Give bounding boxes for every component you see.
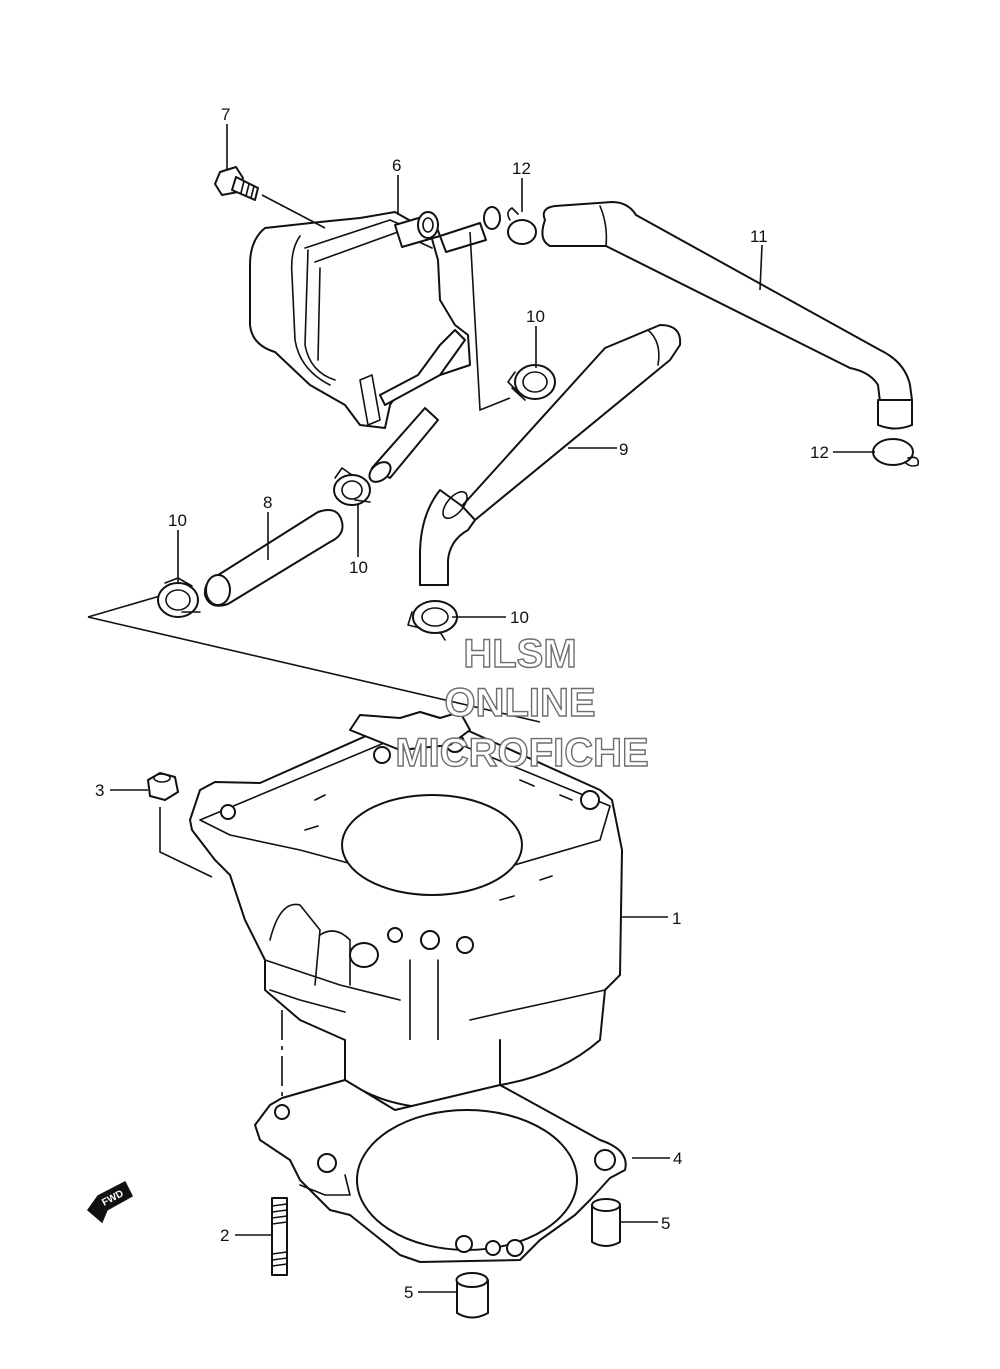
callout-11: 11 (750, 227, 768, 246)
callout-7: 7 (221, 105, 230, 124)
callout-9: 9 (619, 440, 628, 459)
fwd-arrow-icon: FWD (86, 1180, 133, 1224)
bolt-part-7 (214, 166, 259, 201)
ring-part-12-lower (872, 438, 920, 467)
nut-part-3 (147, 772, 179, 801)
callout-10: 10 (510, 608, 529, 627)
watermark-line-1: HLSM (463, 632, 576, 676)
callout-1: 1 (672, 909, 681, 928)
cylinder-part-1 (189, 711, 623, 1109)
callout-10: 10 (168, 511, 187, 530)
watermark: HLSM ONLINE MICROFICHE (395, 631, 650, 775)
clamp-part-10-mid (333, 467, 371, 506)
leader-lines (110, 124, 875, 1293)
callout-10: 10 (349, 558, 368, 577)
air-valve-part-6 (249, 211, 487, 429)
callout-10: 10 (526, 307, 545, 326)
callout-6: 6 (392, 156, 401, 175)
valve-outlet-hose (368, 407, 439, 483)
callout-3: 3 (95, 781, 104, 800)
callout-2: 2 (220, 1226, 229, 1245)
watermark-line-2: ONLINE (444, 681, 595, 725)
dowel-part-5-right (591, 1198, 621, 1247)
stud-part-2 (271, 1197, 288, 1276)
watermark-line-3: MICROFICHE (395, 731, 648, 775)
ring-part-12-upper (483, 206, 537, 245)
callout-5: 5 (661, 1214, 670, 1233)
hose-part-8 (203, 509, 344, 607)
dowel-part-5-bottom (455, 1272, 489, 1319)
callout-8: 8 (263, 493, 272, 512)
hose-part-9 (419, 324, 682, 586)
callout-12: 12 (512, 159, 531, 178)
callout-12: 12 (810, 443, 829, 462)
callout-5: 5 (404, 1283, 413, 1302)
gasket-part-4 (254, 1079, 627, 1263)
reference-lines (87, 194, 541, 723)
clamp-part-10-left (157, 577, 201, 618)
callout-4: 4 (673, 1149, 682, 1168)
clamp-part-10-upper (507, 364, 556, 401)
hose-part-11 (541, 201, 913, 430)
clamp-part-10-right (407, 600, 458, 641)
